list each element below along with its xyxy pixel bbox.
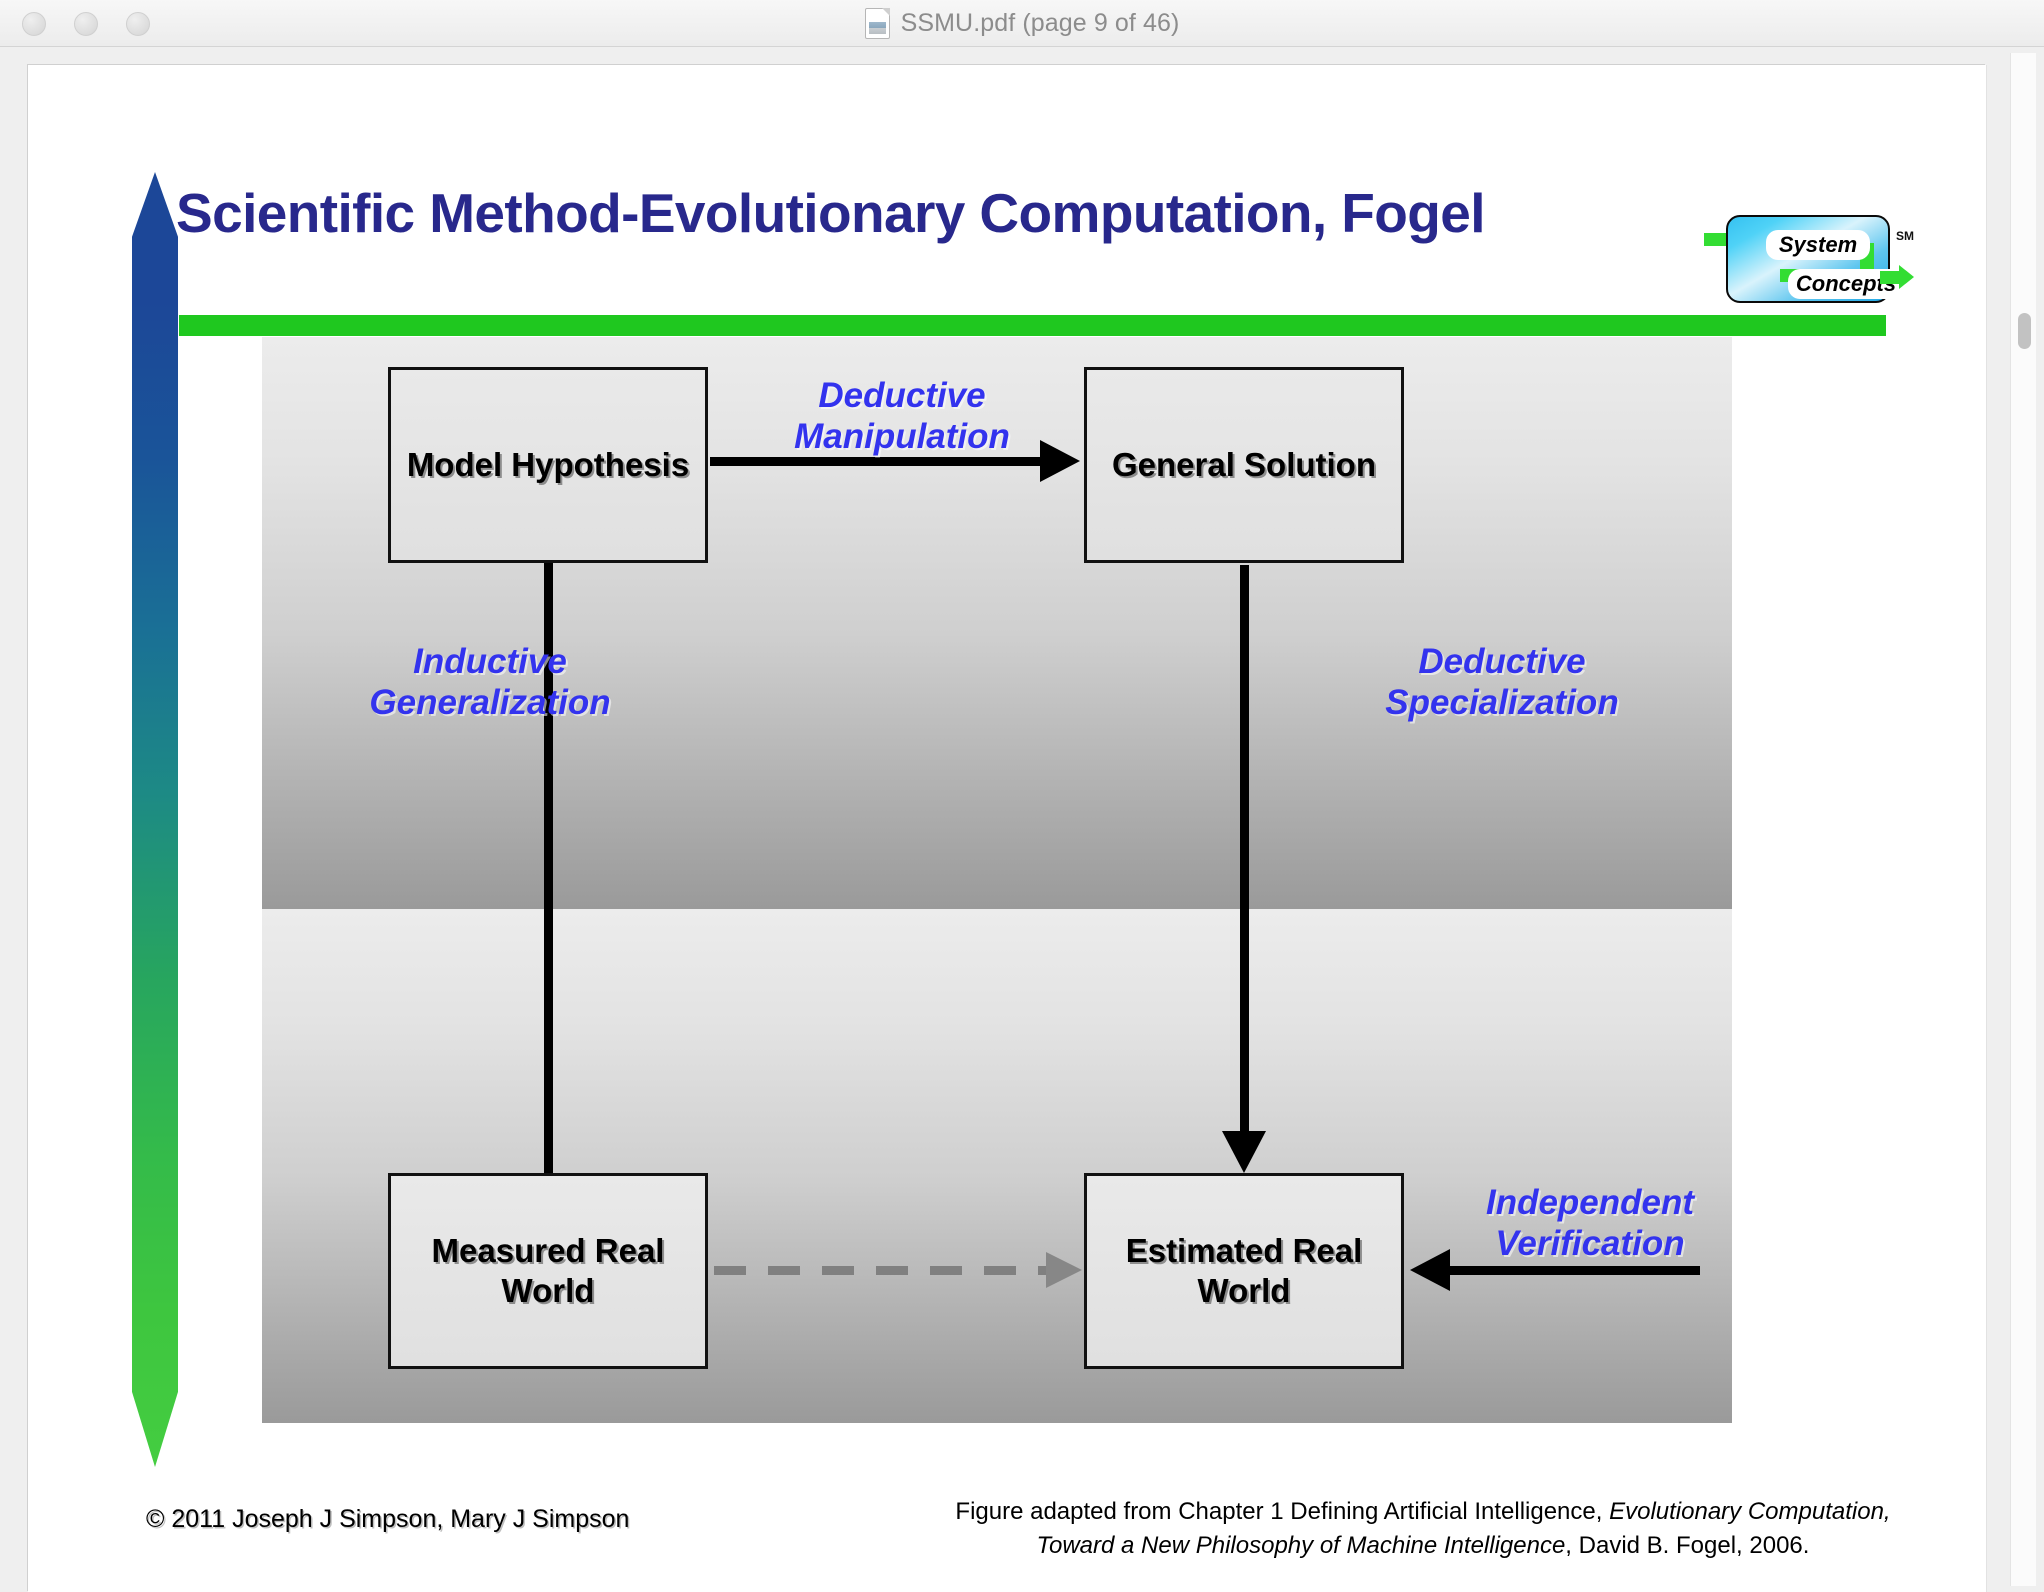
titlebar-center: SSMU.pdf (page 9 of 46) bbox=[0, 0, 2044, 47]
window-titlebar: SSMU.pdf (page 9 of 46) bbox=[0, 0, 2044, 47]
node-measured-real-world[interactable]: Measured Real World bbox=[388, 1173, 708, 1369]
figure-attribution: Figure adapted from Chapter 1 Defining A… bbox=[918, 1495, 1928, 1563]
slide-canvas: Scientific Method-Evolutionary Computati… bbox=[28, 65, 1986, 1592]
logo-arrow-out-icon bbox=[1880, 265, 1914, 289]
arrow-inductive-generalization bbox=[526, 487, 570, 1175]
label-inductive-generalization: Inductive Generalization bbox=[369, 642, 611, 723]
copyright-notice: © 2011 Joseph J Simpson, Mary J Simpson bbox=[146, 1505, 630, 1533]
arrow-deductive-manipulation bbox=[710, 440, 1080, 482]
arrow-independent-verification bbox=[1410, 1249, 1700, 1291]
node-model-hypothesis[interactable]: Model Hypothesis bbox=[388, 367, 708, 563]
node-estimated-real-world[interactable]: Estimated Real World bbox=[1084, 1173, 1404, 1369]
scientific-method-diagram: Model Hypothesis General Solution Measur… bbox=[262, 337, 1732, 1423]
zoom-button[interactable] bbox=[126, 12, 150, 36]
label-independent-verification: Independent Verification bbox=[1485, 1183, 1695, 1264]
pdf-page: Scientific Method-Evolutionary Computati… bbox=[28, 65, 1986, 1592]
vertical-scrollbar[interactable] bbox=[2010, 53, 2036, 1586]
label-deductive-specialization: Deductive Specialization bbox=[1385, 642, 1619, 723]
system-concepts-logo: System Concepts SM bbox=[1704, 211, 1914, 307]
node-general-solution[interactable]: General Solution bbox=[1084, 367, 1404, 563]
logo-trademark: SM bbox=[1896, 229, 1914, 243]
title-underline-rule bbox=[179, 315, 1886, 336]
arrow-comparison-dashed bbox=[714, 1252, 1082, 1288]
figure-attribution-title: Evolutionary Computation, Toward a New P… bbox=[1036, 1498, 1891, 1560]
window-controls bbox=[22, 12, 150, 36]
logo-box: System Concepts SM bbox=[1726, 215, 1914, 303]
slide-title: Scientific Method-Evolutionary Computati… bbox=[176, 182, 1486, 244]
close-button[interactable] bbox=[22, 12, 46, 36]
figure-attribution-part2: , David B. Fogel, 2006. bbox=[1565, 1532, 1810, 1560]
pdf-document-icon bbox=[864, 8, 890, 39]
label-deductive-manipulation: Deductive Manipulation bbox=[794, 376, 1010, 457]
window-title: SSMU.pdf (page 9 of 46) bbox=[900, 9, 1180, 37]
minimize-button[interactable] bbox=[74, 12, 98, 36]
figure-attribution-part1: Figure adapted from Chapter 1 Defining A… bbox=[955, 1498, 1610, 1525]
arrow-deductive-specialization bbox=[1222, 565, 1266, 1173]
logo-label-system: System bbox=[1766, 230, 1870, 260]
scrollbar-thumb[interactable] bbox=[2018, 313, 2031, 349]
decorative-gradient-bar bbox=[132, 172, 178, 1467]
document-scroll-area[interactable]: Scientific Method-Evolutionary Computati… bbox=[0, 47, 2044, 1592]
